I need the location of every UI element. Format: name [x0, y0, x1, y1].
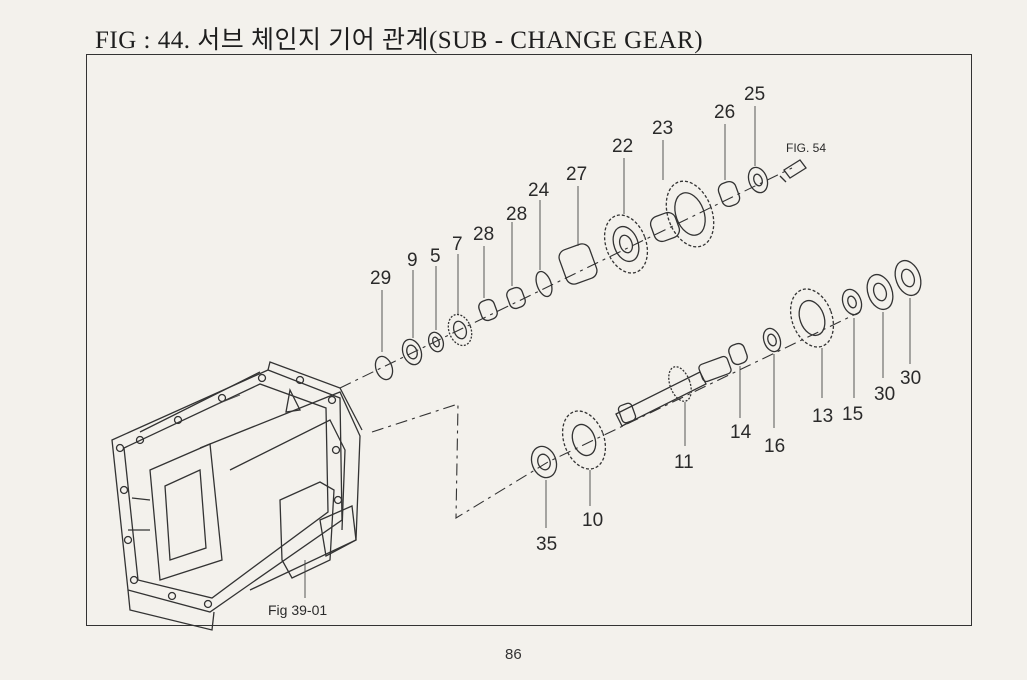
part-5-washer: [427, 266, 445, 353]
part-23-gear: [649, 140, 715, 248]
part-14-needle-bearing: [728, 342, 748, 418]
callout-26: 26: [714, 102, 735, 123]
callout-29: 29: [370, 268, 391, 289]
part-24-snap-ring: [535, 200, 553, 298]
callout-35: 35: [536, 534, 557, 555]
lower-shaft-axis: [371, 311, 861, 519]
callout-7: 7: [452, 234, 463, 255]
callout-9: 9: [407, 250, 418, 271]
reference-upper-label: FIG. 54: [786, 141, 826, 155]
callout-23: 23: [652, 118, 673, 139]
callout-22: 22: [612, 136, 633, 157]
part-30-bearing-a: [866, 273, 894, 378]
part-27-sleeve: [558, 186, 598, 285]
part-13-gear: [789, 288, 835, 398]
callout-30a: 30: [874, 384, 895, 405]
part-16-washer: [762, 327, 782, 428]
part-26-bearing: [717, 124, 741, 208]
part-9-bearing: [401, 270, 423, 366]
figure-reference-arrow: [779, 159, 807, 183]
reference-case-label: Fig 39-01: [268, 602, 327, 618]
part-25-washer: [747, 106, 769, 194]
callout-16: 16: [764, 436, 785, 457]
callout-24: 24: [528, 180, 550, 201]
part-11-shaft: [615, 355, 732, 446]
transmission-case: [111, 361, 363, 631]
figure-title: FIG : 44. 서브 체인지 기어 관계(SUB - CHANGE GEAR…: [95, 27, 704, 54]
part-15-washer: [841, 288, 863, 398]
callout-27: 27: [566, 164, 587, 185]
callout-11: 11: [674, 452, 694, 473]
callout-25: 25: [744, 84, 765, 105]
part-10-gear: [561, 410, 607, 506]
part-29-snap-ring: [374, 290, 394, 381]
part-28-needle-bearing-b: [506, 222, 526, 310]
page-number: 86: [505, 646, 522, 663]
part-28-needle-bearing-a: [478, 246, 498, 322]
diagram-frame: [86, 54, 972, 626]
callout-14: 14: [730, 422, 752, 443]
callout-15: 15: [842, 404, 863, 425]
callout-28a: 28: [473, 224, 494, 245]
part-22-gear: [603, 158, 649, 274]
callout-5: 5: [430, 246, 441, 267]
callout-13: 13: [812, 406, 833, 427]
callout-30b: 30: [900, 368, 921, 389]
part-35-bearing: [530, 445, 558, 528]
part-7-gear: [447, 254, 473, 347]
part-30-bearing-b: [894, 259, 922, 364]
callout-28b: 28: [506, 204, 527, 225]
callout-10: 10: [582, 510, 603, 531]
